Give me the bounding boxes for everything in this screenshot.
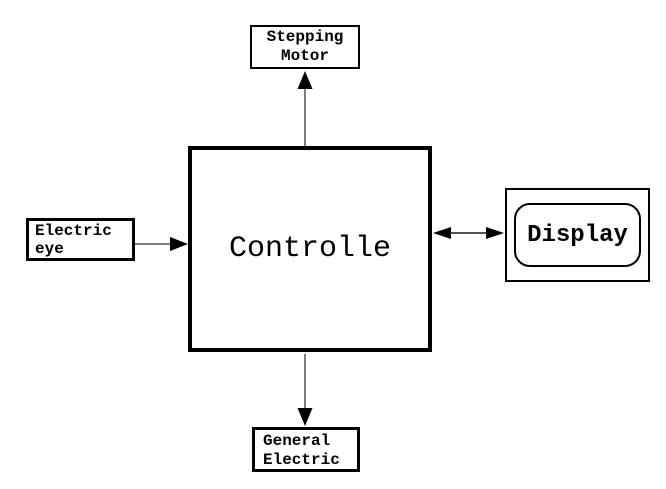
arrowhead-right2-icon	[486, 227, 504, 239]
node-display: Display	[505, 188, 650, 282]
display-screen-shape: Display	[514, 203, 641, 267]
arrow-controller-to-stepping-motor	[297, 71, 313, 150]
controller-label: Controlle	[228, 232, 392, 266]
general-electric-label: General Electric	[263, 432, 340, 469]
node-stepping-motor: Stepping Motor	[250, 25, 360, 69]
arrow-controller-to-general-electric	[297, 354, 313, 426]
arrowhead-right-icon	[170, 237, 188, 251]
node-general-electric: General Electric	[252, 427, 360, 472]
node-electric-eye: Electric eye	[26, 218, 135, 261]
arrow-electric-eye-to-controller	[135, 237, 188, 251]
node-controller: Controlle	[188, 146, 432, 352]
display-label: Display	[527, 221, 628, 249]
stepping-motor-label: Stepping Motor	[266, 28, 344, 65]
arrow-controller-display-bidirectional	[433, 227, 504, 239]
arrowhead-left-icon	[433, 227, 451, 239]
arrowhead-down-icon	[297, 408, 313, 426]
arrowhead-up-icon	[297, 71, 313, 89]
electric-eye-label: Electric eye	[35, 222, 112, 258]
